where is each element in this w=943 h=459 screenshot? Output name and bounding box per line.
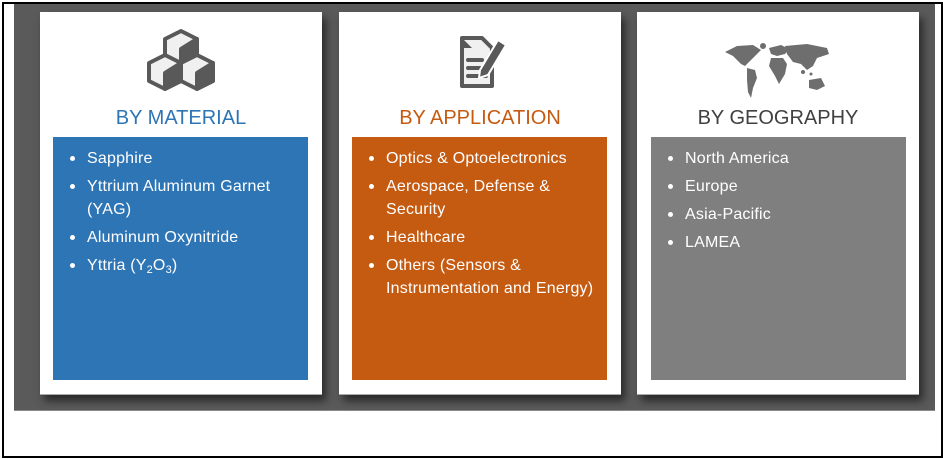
geography-card: BY GEOGRAPHY North America Europe Asia-P… bbox=[637, 12, 919, 395]
cubes-icon bbox=[40, 28, 322, 94]
application-title: BY APPLICATION bbox=[399, 107, 561, 129]
world-map-icon bbox=[637, 28, 919, 98]
material-list-box: Sapphire Yttrium Aluminum Garnet (YAG) A… bbox=[53, 137, 308, 380]
application-list-box: Optics & Optoelectronics Aerospace, Defe… bbox=[352, 137, 607, 380]
list-item: LAMEA bbox=[665, 231, 898, 254]
subscript: 2 bbox=[146, 264, 153, 276]
list-item: Aerospace, Defense & Security bbox=[366, 175, 599, 221]
yttria-prefix: Yttria (Y bbox=[87, 257, 147, 274]
list-item: Optics & Optoelectronics bbox=[366, 147, 599, 170]
document-pencil-icon bbox=[339, 28, 621, 94]
geography-list-box: North America Europe Asia-Pacific LAMEA bbox=[651, 137, 906, 380]
material-card: BY MATERIAL Sapphire Yttrium Aluminum Ga… bbox=[40, 12, 322, 395]
subscript: 3 bbox=[165, 264, 172, 276]
yttria-mid: O bbox=[152, 257, 166, 274]
list-item: Aluminum Oxynitride bbox=[67, 226, 300, 249]
application-card: BY APPLICATION Optics & Optoelectronics … bbox=[339, 12, 621, 395]
list-item: Healthcare bbox=[366, 226, 599, 249]
yttria-suffix: ) bbox=[171, 257, 178, 274]
list-item: Others (Sensors & Instrumentation and En… bbox=[366, 254, 599, 300]
list-item: Yttria (Y2O3) bbox=[67, 254, 300, 277]
list-item: Europe bbox=[665, 175, 898, 198]
material-title: BY MATERIAL bbox=[115, 107, 247, 129]
list-item: Sapphire bbox=[67, 147, 300, 170]
list-item: Asia-Pacific bbox=[665, 203, 898, 226]
geography-title: BY GEOGRAPHY bbox=[697, 107, 859, 129]
list-item: North America bbox=[665, 147, 898, 170]
list-item: Yttrium Aluminum Garnet (YAG) bbox=[67, 175, 300, 221]
